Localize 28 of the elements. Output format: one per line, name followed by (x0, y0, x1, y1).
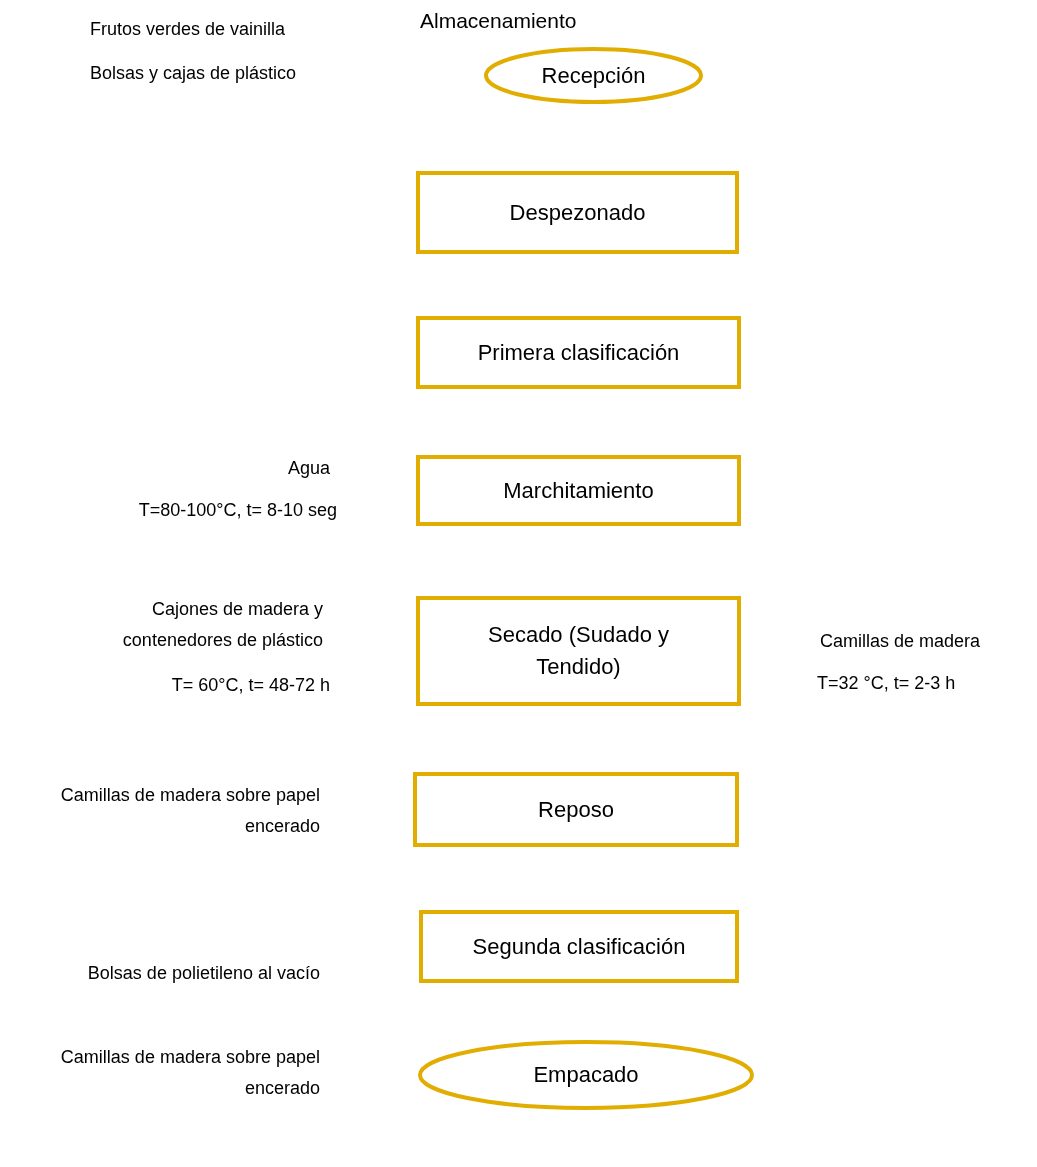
annotation-text: Cajones de madera y contenedores de plástico (121, 598, 323, 652)
step-label: Despezonado (509, 198, 646, 227)
terminal-ellipse (418, 1040, 754, 1110)
annotation-text: Bolsas de polietileno al vacío (86, 962, 320, 985)
annotation-text: Agua (286, 457, 330, 480)
process-box (416, 596, 741, 706)
annotation-text: Camillas de madera (820, 630, 981, 653)
annotation-text: Camillas de madera sobre papel encerado (59, 1046, 320, 1100)
annotation-text: T=32 °C, t= 2-3 h (817, 672, 956, 695)
step-label: Marchitamiento (503, 476, 654, 505)
annotation-text: T=80-100°C, t= 8-10 seg (137, 499, 337, 522)
process-box (416, 171, 739, 254)
annotation-text: Camillas de madera sobre papel encerado (59, 784, 320, 838)
step-label: Reposo (538, 795, 614, 824)
annotation-text: T= 60°C, t= 48-72 h (170, 674, 330, 697)
annotation-text: Frutos verdes de vainilla (90, 18, 286, 41)
process-box (416, 455, 741, 526)
step-label: Empacado (533, 1061, 639, 1090)
process-box (416, 316, 741, 389)
process-box (419, 910, 739, 983)
heading-text: Almacenamiento (420, 8, 577, 34)
step-label: Recepción (541, 61, 646, 90)
process-box (413, 772, 739, 847)
step-label: Primera clasificación (477, 338, 680, 367)
step-label: Segunda clasificación (472, 932, 686, 961)
terminal-ellipse (484, 47, 703, 104)
annotation-text: Bolsas y cajas de plástico (90, 62, 297, 85)
step-label: Secado (Sudado y Tendido) (487, 621, 670, 681)
